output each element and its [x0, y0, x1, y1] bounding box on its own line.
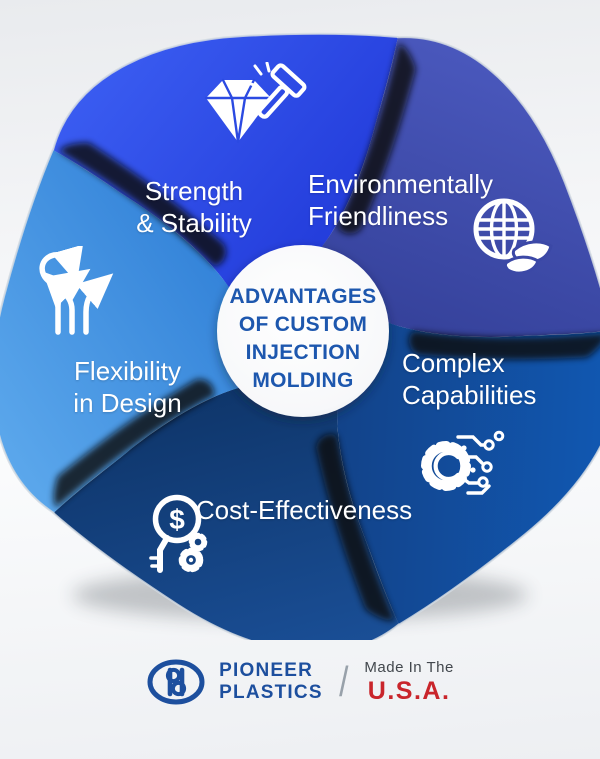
label-flexibility-in-design: Flexibility in Design — [40, 355, 215, 419]
center-circle — [217, 245, 389, 417]
label-line: Strength — [144, 176, 244, 206]
center-title-line: INJECTION — [245, 341, 361, 365]
label-line: in Design — [73, 388, 182, 419]
branching-arrows-icon — [28, 244, 120, 336]
label-line: Flexibility — [74, 356, 181, 386]
center-title-line: OF CUSTOM — [238, 313, 368, 337]
label-line: Complex — [402, 348, 505, 378]
label-line: & Stability — [136, 208, 252, 239]
petal-strength-stability — [53, 33, 398, 296]
footer: PIONEER PLASTICS / Made In The U.S.A. — [0, 658, 600, 706]
petal-rim — [52, 512, 400, 640]
petal-rim — [52, 32, 399, 151]
petal-complex-capabilities — [337, 318, 600, 625]
label-complex-capabilities: Complex Capabilities — [402, 347, 582, 411]
center-title: ADVANTAGES OF CUSTOM INJECTION MOLDING — [214, 283, 392, 396]
brand-line: PIONEER — [219, 659, 314, 681]
label-environmentally-friendliness: Environmentally Friendliness — [308, 168, 543, 232]
fold-shadow — [58, 142, 226, 267]
brand-line: PLASTICS — [219, 682, 323, 703]
label-line: Cost-Effectiveness — [195, 495, 413, 525]
center-title-line: ADVANTAGES — [229, 285, 377, 308]
label-line: Capabilities — [402, 380, 537, 411]
dollar-glyph: $ — [169, 504, 185, 535]
fold-shadow — [337, 43, 416, 235]
globe-leaf-icon — [466, 192, 556, 276]
label-strength-stability: Strength & Stability — [94, 175, 294, 239]
label-line: Environmentally — [308, 169, 493, 199]
petal-rim — [397, 329, 600, 626]
label-cost-effectiveness: Cost-Effectiveness — [154, 494, 454, 526]
petal-cost-effectiveness — [53, 385, 399, 640]
usa-text: U.S.A. — [367, 676, 451, 705]
petal-rim — [0, 148, 55, 514]
made-in-text: Made In The — [364, 658, 454, 676]
label-line: Friendliness — [308, 201, 449, 232]
petal-rim — [396, 36, 600, 332]
fold-shadow — [316, 434, 395, 621]
made-in-usa: Made In The U.S.A. — [364, 659, 453, 706]
separator-slash: / — [338, 658, 349, 705]
pioneer-plastics-logo-icon — [147, 659, 205, 705]
fold-shadow — [408, 331, 600, 360]
fold-shadow — [53, 379, 215, 508]
gear-circuit-icon — [420, 424, 506, 504]
brand-name: PIONEER PLASTICS — [219, 660, 323, 705]
center-title-line: MOLDING — [252, 369, 354, 393]
diamond-hammer-icon — [198, 61, 310, 150]
petal-flexibility-in-design — [0, 149, 249, 513]
magnifier-dollar-gears-icon: $ — [146, 492, 222, 582]
